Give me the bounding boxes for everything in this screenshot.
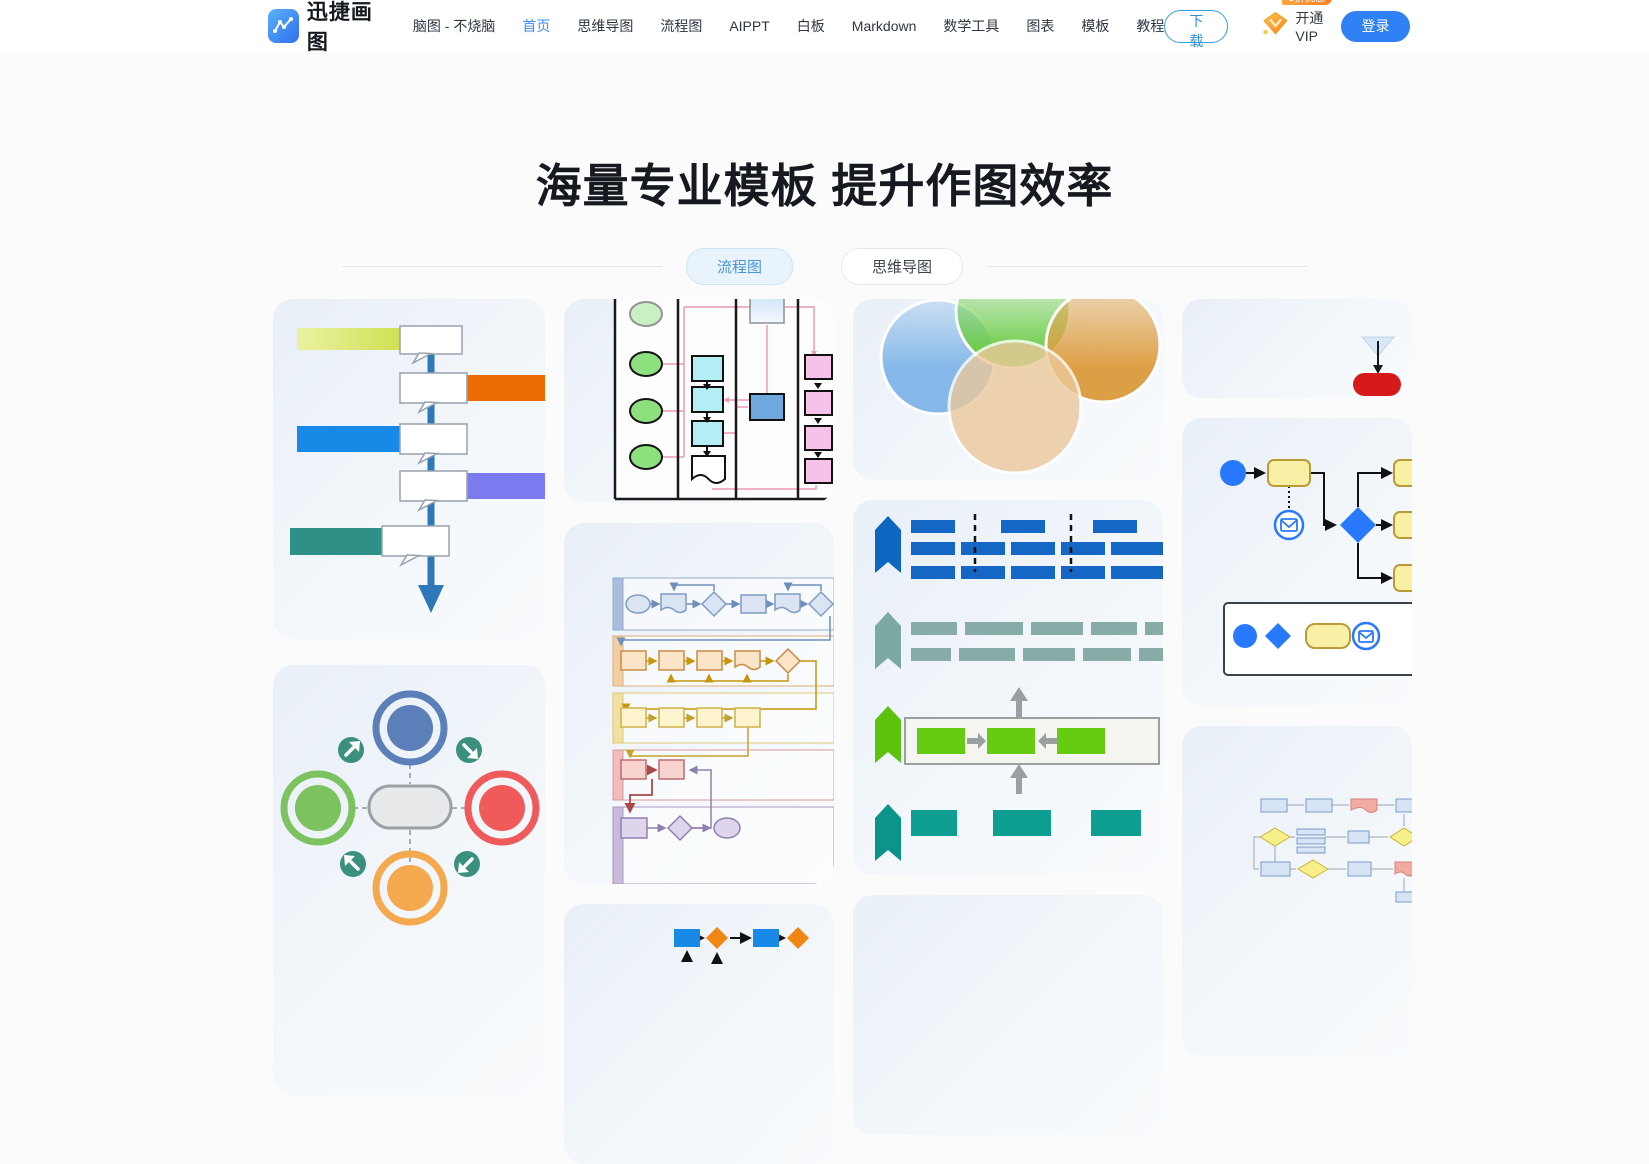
tab-flowchart[interactable]: 流程图 xyxy=(685,248,793,285)
vertical-swimlane-thumbnail xyxy=(613,299,834,501)
nav-item-tutorials[interactable]: 教程 xyxy=(1136,18,1165,34)
nav-item-charts[interactable]: 图表 xyxy=(1026,18,1055,34)
process-chain-thumbnail xyxy=(674,927,809,964)
template-card-bpmn[interactable] xyxy=(1182,418,1412,706)
nav-item-naotu[interactable]: 脑图 - 不烧脑 xyxy=(412,18,496,34)
nav-item-math-tools[interactable]: 数学工具 xyxy=(943,18,1000,34)
brand-name: 迅捷画图 xyxy=(306,1,373,54)
mini-flowchart-thumbnail xyxy=(1253,798,1412,903)
nav-item-aippt[interactable]: AIPPT xyxy=(729,18,770,34)
login-button[interactable]: 登录 xyxy=(1341,10,1410,42)
nav-item-templates[interactable]: 模板 xyxy=(1081,18,1110,34)
template-card-banner-schedule[interactable] xyxy=(853,500,1163,875)
download-button[interactable]: 下载 xyxy=(1164,9,1229,49)
nav-item-home[interactable]: 首页 xyxy=(522,18,551,34)
vip-gem-icon xyxy=(1262,11,1289,41)
tab-divider-left xyxy=(341,266,662,267)
template-card-process-chain[interactable] xyxy=(564,904,834,1164)
nav-item-whiteboard[interactable]: 白板 xyxy=(796,18,825,34)
line-chart-logo-icon xyxy=(268,9,299,43)
tab-mindmap[interactable]: 思维导图 xyxy=(841,248,964,285)
nav-item-mindmap[interactable]: 思维导图 xyxy=(577,18,634,34)
template-card-vertical-swimlane[interactable] xyxy=(564,299,834,503)
template-card-venn-diagram[interactable] xyxy=(853,299,1163,480)
tab-divider-right xyxy=(987,266,1308,267)
template-card-cycle-diagram[interactable] xyxy=(273,665,545,1095)
page-title: 海量专业模板 提升作图效率 xyxy=(535,160,1114,212)
venn-diagram-thumbnail xyxy=(879,299,1162,475)
template-card-horizontal-swimlane[interactable] xyxy=(564,523,834,884)
vip-label: 开通VIP xyxy=(1295,10,1324,44)
template-gallery xyxy=(273,299,1649,1164)
open-vip[interactable]: 3折优惠 开通VIP xyxy=(1262,0,1332,44)
main-nav: 脑图 - 不烧脑 首页 思维导图 流程图 AIPPT 白板 Markdown 数… xyxy=(413,16,1165,36)
horizontal-swimlane-thumbnail xyxy=(612,577,834,884)
vip-discount-badge: 3折优惠 xyxy=(1282,0,1332,5)
template-card-mini-flowchart[interactable] xyxy=(1182,726,1412,1056)
nav-item-markdown[interactable]: Markdown xyxy=(851,18,917,34)
template-card-vertical-timeline[interactable] xyxy=(273,299,545,639)
nav-item-flowchart[interactable]: 流程图 xyxy=(660,18,703,34)
bpmn-thumbnail xyxy=(1220,459,1412,676)
vertical-timeline-thumbnail xyxy=(290,325,545,613)
banner-schedule-thumbnail xyxy=(875,514,1163,861)
end-node-thumbnail xyxy=(1353,336,1401,396)
message-icon-legend xyxy=(1351,621,1381,651)
message-icon xyxy=(1273,509,1305,541)
template-card-end-node[interactable] xyxy=(1182,299,1412,398)
top-navbar: 迅捷画图 脑图 - 不烧脑 首页 思维导图 流程图 AIPPT 白板 Markd… xyxy=(0,0,1649,54)
cycle-diagram-thumbnail xyxy=(280,690,540,926)
template-card-blank[interactable] xyxy=(853,895,1163,1135)
brand-logo[interactable]: 迅捷画图 xyxy=(268,0,387,56)
template-tabs: 流程图 思维导图 xyxy=(0,248,1649,285)
cycle-arrow-icons xyxy=(338,737,482,877)
